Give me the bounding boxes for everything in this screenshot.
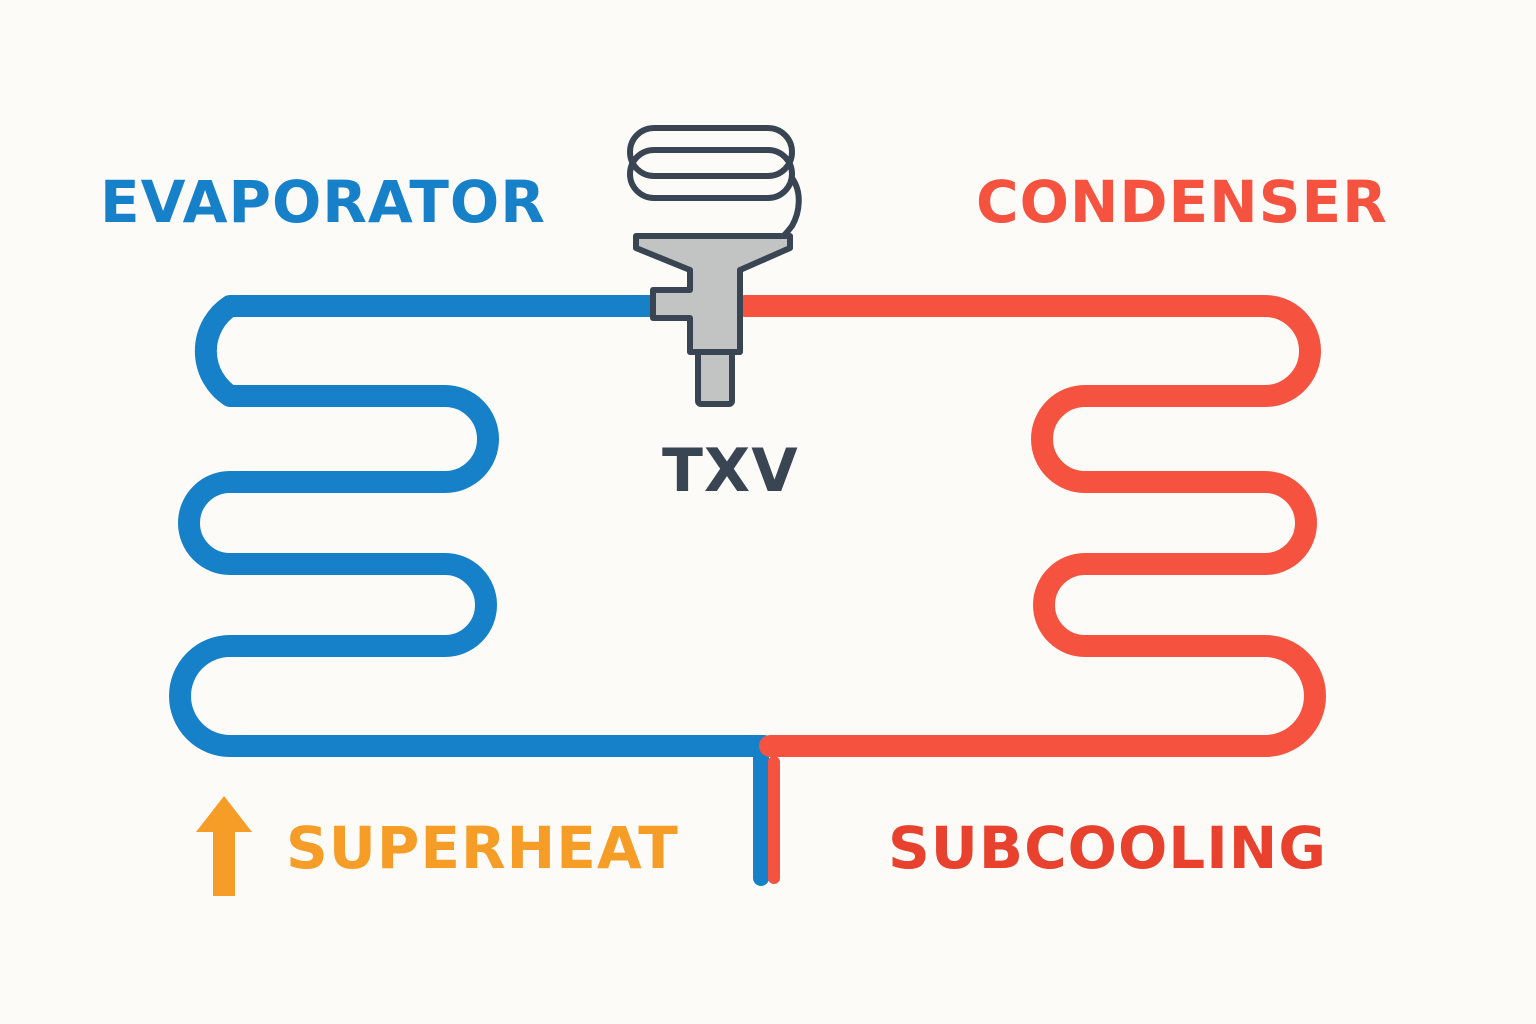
txv-label: TXV (662, 436, 799, 506)
valve-outlet-stem (695, 349, 735, 407)
evaporator-label: EVAPORATOR (100, 168, 546, 236)
superheat-label: SUPERHEAT (286, 814, 679, 882)
condenser-label: CONDENSER (976, 168, 1388, 236)
arrow-up-icon (196, 796, 252, 896)
txv-valve-icon (627, 125, 802, 407)
evaporator-coil (169, 295, 775, 757)
condenser-coil (734, 295, 1326, 757)
valve-body (633, 233, 793, 355)
subcooling-label: SUBCOOLING (888, 814, 1327, 882)
sensing-bulb-coil-icon (627, 125, 802, 247)
